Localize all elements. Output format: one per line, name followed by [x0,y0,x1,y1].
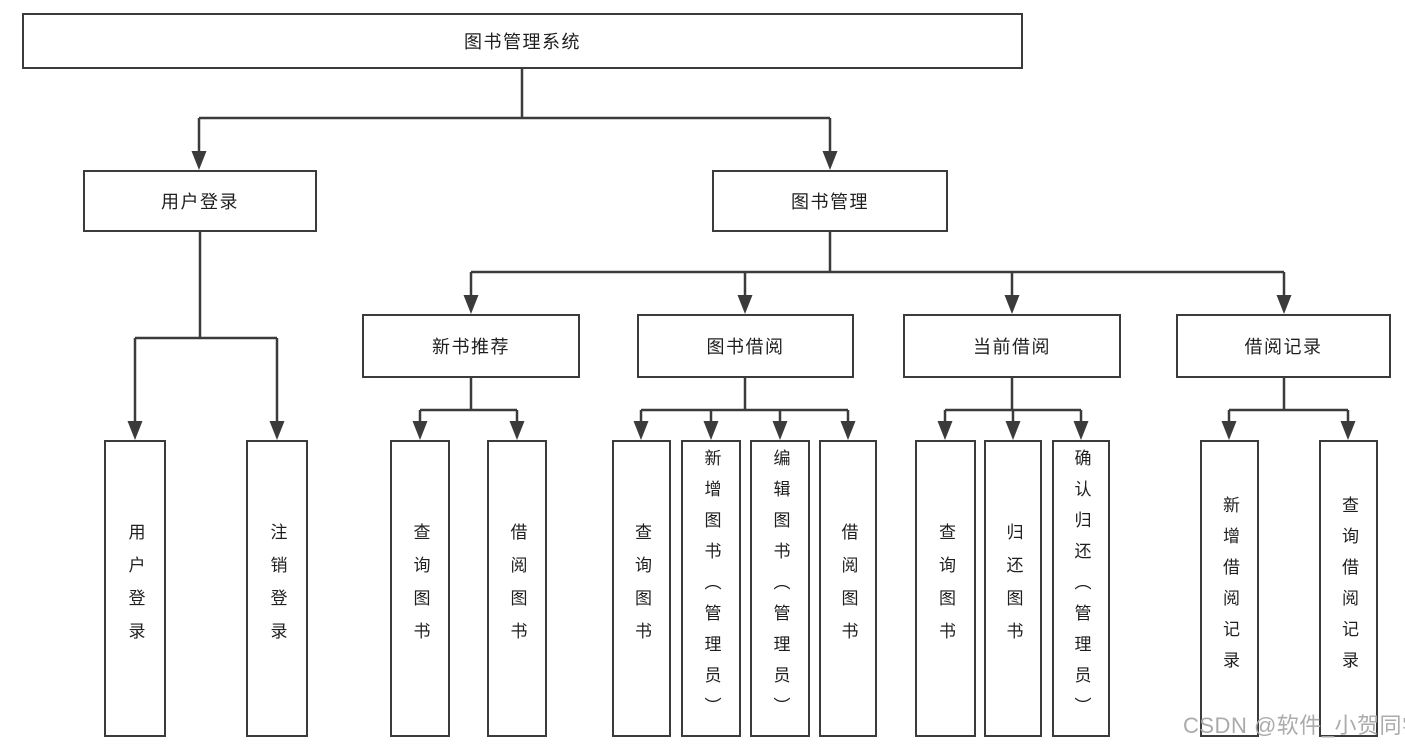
node-leaf-br-add-record: 新增借阅记录 [1200,440,1259,737]
node-leaf-bb-borrow-book-label: 借阅图书 [838,522,858,655]
node-leaf-br-add-record-label: 新增借阅记录 [1220,495,1239,682]
arrowhead-icon [1221,421,1237,440]
arrowhead-icon [1005,421,1021,440]
node-leaf-bb-add-book-admin: 新增图书（管理员） [681,440,741,737]
node-new-book-recommend: 新书推荐 [362,314,580,378]
arrowhead-icon [822,151,838,170]
node-leaf-logout-label: 注销登录 [267,522,287,655]
arrowhead-icon [840,421,856,440]
node-leaf-bb-borrow-book: 借阅图书 [819,440,877,737]
arrowhead-icon [463,295,479,314]
node-leaf-bb-query-book: 查询图书 [612,440,671,737]
node-leaf-user-login: 用户登录 [104,440,166,737]
node-book-borrow: 图书借阅 [637,314,854,378]
node-leaf-logout: 注销登录 [246,440,308,737]
node-leaf-bb-add-book-admin-label: 新增图书（管理员） [701,449,721,728]
node-leaf-br-query-record-label: 查询借阅记录 [1339,495,1358,682]
node-leaf-cb-confirm-return-admin-label: 确认归还（管理员） [1071,449,1091,728]
arrowheads [127,151,1356,440]
node-new-book-recommend-label: 新书推荐 [432,337,510,357]
node-leaf-nb-query-book: 查询图书 [390,440,450,737]
node-leaf-bb-edit-book-admin-label: 编辑图书（管理员） [770,449,790,728]
node-root-label: 图书管理系统 [464,32,581,52]
arrowhead-icon [269,421,285,440]
node-leaf-nb-query-book-label: 查询图书 [410,522,430,655]
arrowhead-icon [1276,295,1292,314]
node-leaf-bb-edit-book-admin: 编辑图书（管理员） [750,440,810,737]
arrowhead-icon [412,421,428,440]
node-leaf-nb-borrow-book-label: 借阅图书 [507,522,527,655]
node-leaf-cb-return-book: 归还图书 [984,440,1042,737]
node-borrow-record-label: 借阅记录 [1244,337,1323,357]
arrowhead-icon [703,421,719,440]
arrowhead-icon [1004,295,1020,314]
node-leaf-user-login-label: 用户登录 [125,522,145,655]
arrowhead-icon [127,421,143,440]
node-leaf-cb-return-book-label: 归还图书 [1003,522,1023,655]
arrowhead-icon [937,421,953,440]
node-borrow-record: 借阅记录 [1176,314,1391,378]
node-leaf-cb-query-book-label: 查询图书 [936,522,955,655]
node-leaf-nb-borrow-book: 借阅图书 [487,440,547,737]
node-user-login-label: 用户登录 [161,192,239,212]
arrowhead-icon [1073,421,1089,440]
node-current-borrow: 当前借阅 [903,314,1121,378]
node-leaf-br-query-record: 查询借阅记录 [1319,440,1378,737]
node-leaf-cb-confirm-return-admin: 确认归还（管理员） [1052,440,1110,737]
node-user-login: 用户登录 [83,170,317,232]
arrowhead-icon [191,151,207,170]
node-leaf-bb-query-book-label: 查询图书 [632,522,651,655]
node-root: 图书管理系统 [22,13,1023,69]
node-book-management-label: 图书管理 [791,192,869,212]
node-current-borrow-label: 当前借阅 [973,337,1051,357]
arrowhead-icon [772,421,788,440]
node-book-borrow-label: 图书借阅 [706,337,785,357]
csdn-watermark: CSDN @软件_小贺同学 [1183,713,1405,738]
arrowhead-icon [633,421,649,440]
arrowhead-icon [509,421,525,440]
node-leaf-cb-query-book: 查询图书 [915,440,976,737]
node-book-management: 图书管理 [712,170,948,232]
arrowhead-icon [737,295,753,314]
connector-lines [133,69,1350,424]
arrowhead-icon [1340,421,1356,440]
